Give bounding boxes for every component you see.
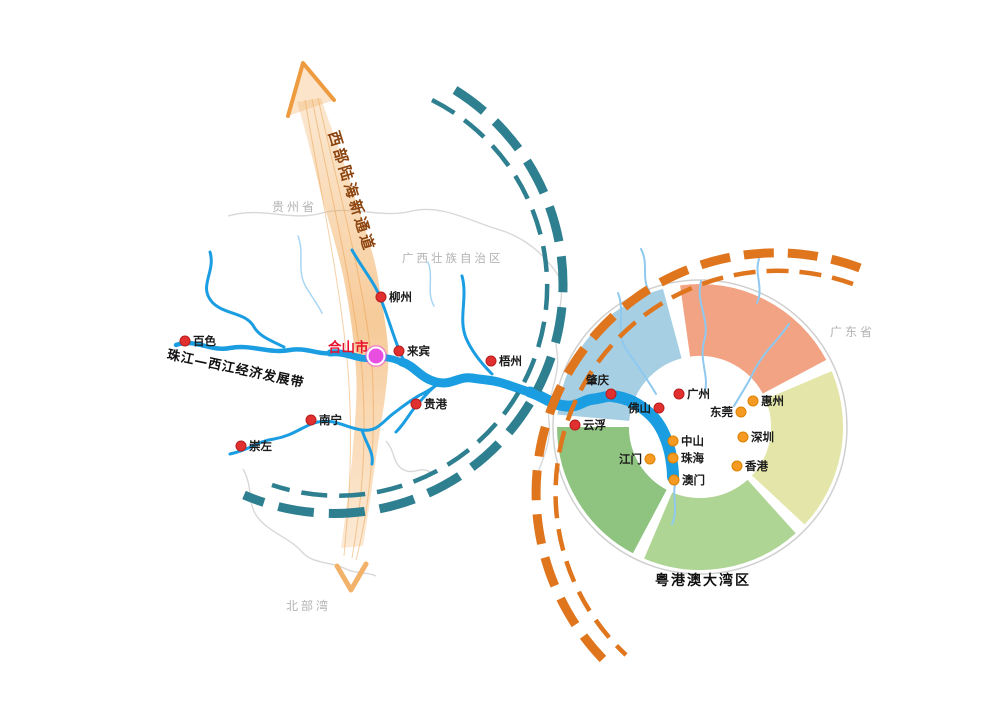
region-label-guangxi: 广西壮族自治区 (402, 251, 504, 265)
city-label: 贵港 (424, 397, 447, 411)
teal-arc-outer (242, 86, 568, 518)
city-label: 南宁 (319, 413, 342, 427)
corridor-bottom-arrow-icon (334, 561, 369, 593)
heshan-city-marker (366, 346, 386, 366)
city-dot-icon (668, 474, 680, 486)
delta-rivers (297, 235, 790, 525)
city-label: 东莞 (710, 405, 733, 419)
city-dot-icon (410, 398, 422, 410)
city-label: 江门 (619, 452, 642, 466)
heshan-city-label: 合山市 (328, 340, 369, 356)
city-label: 梧州 (499, 354, 522, 368)
city-label: 崇左 (249, 439, 272, 453)
city-label: 广州 (687, 387, 710, 401)
city-dot-icon (737, 431, 749, 443)
city-dot-icon (569, 419, 581, 431)
city-dot-icon (605, 388, 617, 400)
city-dot-icon (673, 388, 685, 400)
city-label: 惠州 (761, 394, 784, 408)
city-label: 肇庆 (586, 373, 609, 387)
teal-dashed-arcs (242, 86, 568, 518)
city-label: 珠海 (681, 451, 704, 465)
city-dot-icon (667, 452, 679, 464)
city-dot-icon (731, 460, 743, 472)
city-label: 来宾 (407, 344, 430, 358)
city-dot-icon (735, 406, 747, 418)
city-label: 香港 (745, 459, 768, 473)
city-label: 柳州 (389, 290, 412, 304)
city-label: 中山 (681, 434, 704, 448)
region-label-guangdong: 广东省 (830, 325, 876, 339)
city-dot-icon (485, 355, 497, 367)
city-label: 澳门 (682, 473, 705, 487)
city-label: 云浮 (583, 418, 606, 432)
city-label: 深圳 (751, 430, 774, 444)
city-dot-icon (653, 402, 665, 414)
orange-dashed-arcs (531, 248, 862, 672)
region-label-beibu-gulf: 北部湾 (286, 599, 332, 613)
orange-arc-outer (531, 248, 862, 672)
orange-arc-inner (553, 268, 854, 657)
city-dot-icon (393, 345, 405, 357)
river-main (173, 340, 679, 483)
province-borders (227, 208, 563, 577)
city-dot-icon (644, 453, 656, 465)
city-dot-icon (667, 435, 679, 447)
bay-area-title: 粤港澳大湾区 (655, 573, 751, 589)
city-label: 百色 (193, 334, 216, 348)
city-dot-icon (747, 395, 759, 407)
city-dot-icon (179, 335, 191, 347)
teal-arc-inner (271, 97, 550, 498)
corridor-arrowhead-icon (286, 61, 336, 118)
city-dot-icon (235, 440, 247, 452)
city-dot-icon (375, 291, 387, 303)
region-label-guizhou: 贵州省 (272, 200, 318, 214)
city-label: 佛山 (628, 401, 651, 415)
city-dot-icon (305, 414, 317, 426)
